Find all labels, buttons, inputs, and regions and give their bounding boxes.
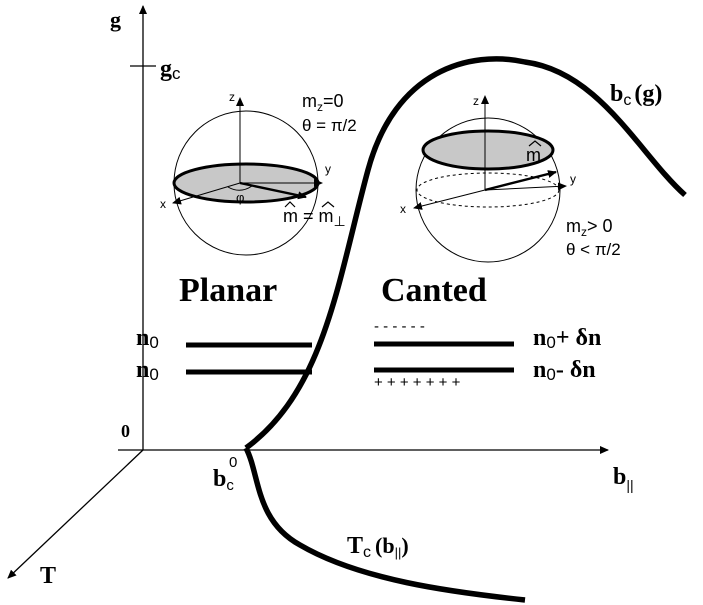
- canted-phase-label: Canted: [381, 272, 487, 309]
- canted-m-label: m: [526, 145, 541, 165]
- planar-x-label: x: [160, 197, 166, 211]
- planar-n0-top: n0: [136, 325, 159, 352]
- canted-z-label: z: [473, 94, 479, 108]
- planar-sphere: z y x φ mz=0 θ = π/2 m = m⊥: [160, 90, 357, 256]
- origin-label: 0: [121, 421, 130, 441]
- canted-plus-signs: + + + + + + +: [374, 374, 461, 391]
- bc0-superscript: 0: [229, 454, 237, 471]
- planar-x-axis: [172, 182, 241, 205]
- planar-m-perp-hat: [321, 201, 335, 208]
- canted-latitude-disk: [421, 129, 555, 171]
- tc-b-label: Tc(b||): [347, 533, 409, 561]
- planar-m-vector: [239, 181, 307, 200]
- t-axis-label: T: [40, 563, 56, 589]
- canted-n0-plus-dn: n0+ δn: [533, 325, 601, 352]
- canted-x-label: x: [400, 202, 406, 216]
- planar-z-label: z: [229, 90, 235, 104]
- gc-label: gc: [160, 56, 181, 83]
- canted-m-vector: [484, 170, 557, 192]
- bc0-label: bc: [213, 466, 234, 494]
- planar-m-label: m = m⊥: [283, 206, 346, 229]
- planar-phi-arc: [227, 185, 253, 191]
- canted-y-axis: [484, 182, 567, 191]
- bc-g-curve: [244, 56, 687, 451]
- b-parallel-label: b||: [613, 464, 634, 493]
- bc-g-label: bc(g): [610, 81, 662, 109]
- t-axis: [7, 449, 144, 579]
- g-axis-label: g: [110, 7, 121, 32]
- canted-m-hat: [528, 140, 542, 147]
- canted-y-label: y: [570, 172, 576, 186]
- canted-theta-label: θ < π/2: [566, 240, 621, 259]
- tc-b-curve: [243, 446, 526, 603]
- planar-theta-label: θ = π/2: [302, 116, 357, 135]
- canted-minus-signs: - - - - - -: [374, 318, 425, 335]
- planar-y-label: y: [325, 162, 331, 176]
- planar-n0-bottom: n0: [136, 357, 159, 384]
- canted-mz-label: mz> 0: [566, 216, 613, 239]
- planar-phi-label: φ: [236, 190, 244, 205]
- planar-phase-label: Planar: [179, 272, 277, 309]
- canted-sphere: z y x m mz> 0 θ < π/2: [400, 94, 621, 263]
- canted-n0-minus-dn: n0- δn: [533, 357, 596, 384]
- planar-m-hat: [284, 201, 296, 208]
- planar-mz-label: mz=0: [302, 91, 344, 114]
- canted-x-axis: [413, 189, 486, 210]
